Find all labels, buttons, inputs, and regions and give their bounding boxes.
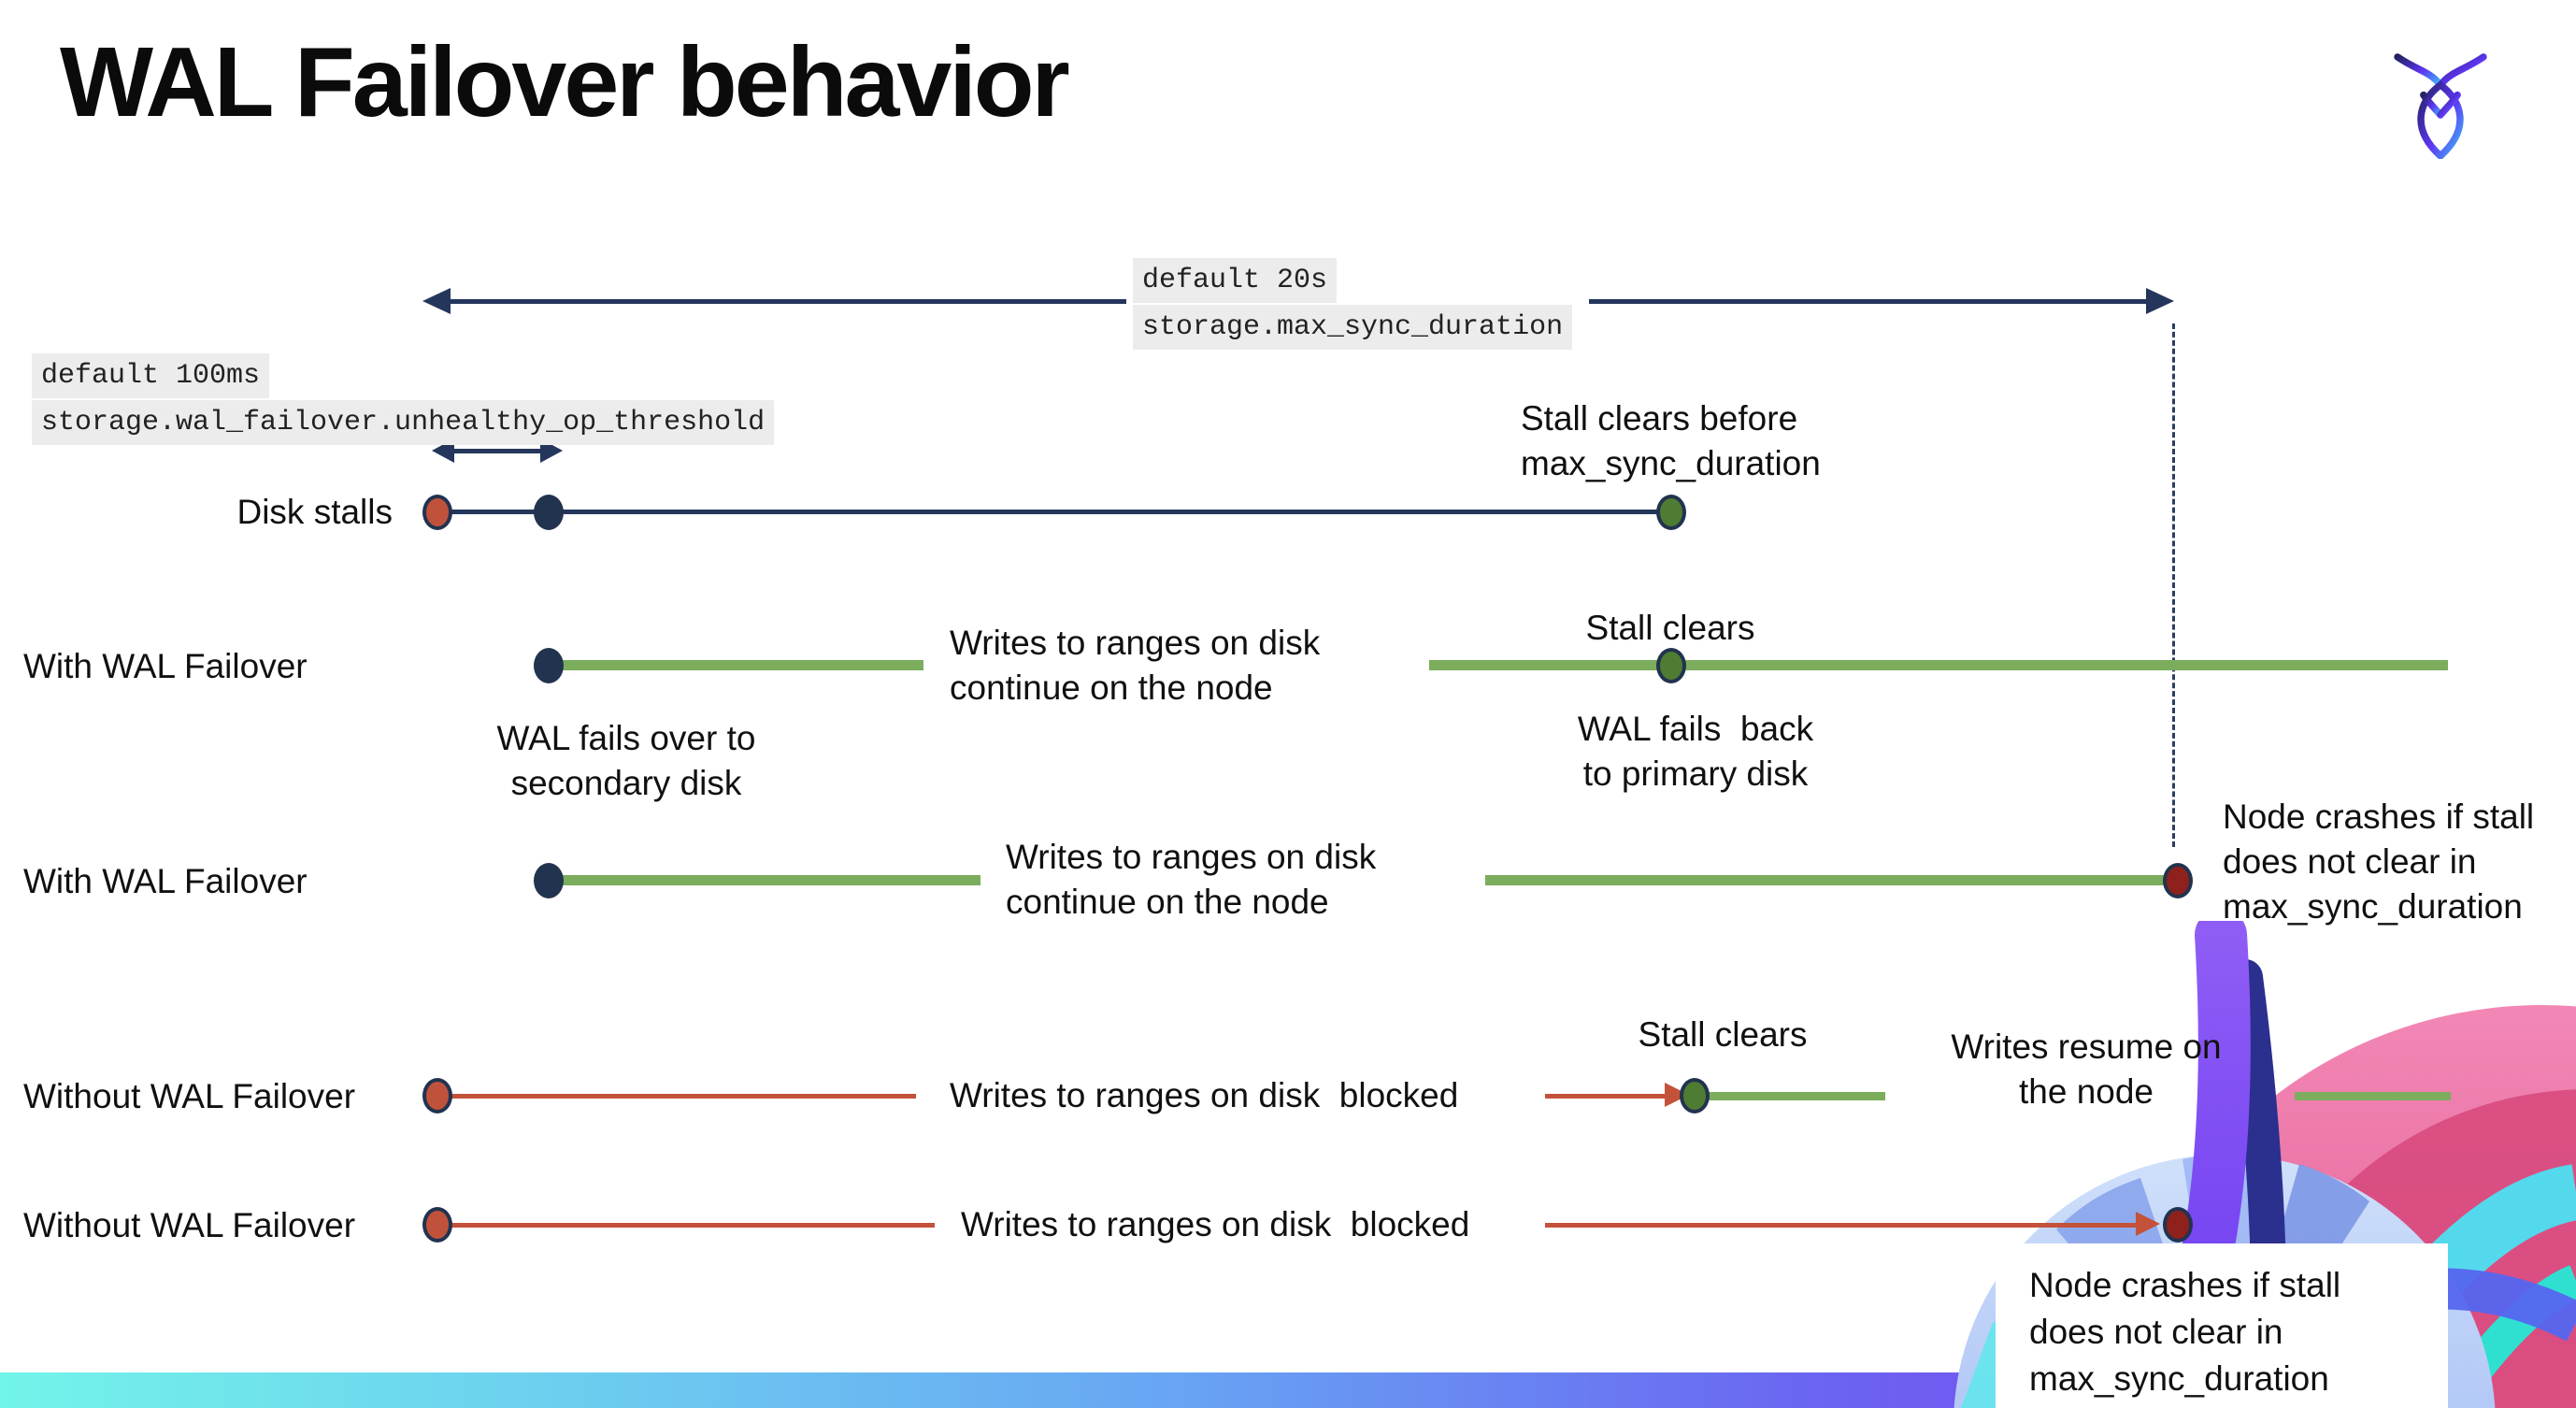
row-label-disk-stalls: Disk stalls — [236, 493, 393, 531]
node-crash-dot — [2163, 1207, 2193, 1243]
writes-blocked-arrow-line — [1545, 1223, 2136, 1228]
arrowhead-right-icon — [2136, 1212, 2160, 1236]
writes-continue-line — [561, 875, 980, 885]
stall-clears-dot — [1656, 648, 1686, 683]
writes-blocked-line — [437, 1094, 916, 1099]
node-crash-dot — [2163, 863, 2193, 898]
writes-continue-note: Writes to ranges on disk continue on the… — [1006, 838, 1377, 921]
node-crash-callout-box: Node crashes if stall does not clear in … — [1996, 1243, 2448, 1408]
max-sync-duration-arrow-line-left — [430, 299, 1126, 304]
stall-clears-dot — [1656, 495, 1686, 530]
stall-clears-dot — [1680, 1078, 1710, 1113]
writes-blocked-note: Writes to ranges on disk blocked — [961, 1205, 1470, 1243]
stall-start-dot — [422, 1078, 452, 1113]
arrowhead-right-icon — [2146, 288, 2174, 314]
writes-blocked-arrow-line — [1545, 1094, 1665, 1099]
cockroachdb-logo-icon — [2394, 53, 2487, 159]
threshold-arrow-line — [447, 449, 546, 453]
max-sync-setting-chip: storage.max_sync_duration — [1133, 305, 1573, 350]
threshold-setting-chip: storage.wal_failover.unhealthy_op_thresh… — [32, 400, 775, 445]
writes-resume-note: Writes resume on the node — [1951, 1027, 2222, 1111]
stall-clears-note: Stall clears — [1638, 1015, 1808, 1054]
row-label-with-wal-failover: With WAL Failover — [23, 862, 308, 900]
failover-note: WAL fails over to secondary disk — [496, 719, 756, 802]
writes-blocked-note: Writes to ranges on disk blocked — [950, 1076, 1459, 1114]
failback-note: WAL fails back to primary disk — [1577, 710, 1814, 793]
page-title: WAL Failover behavior — [60, 27, 1070, 137]
node-crash-note: Node crashes if stall does not clear in … — [2223, 797, 2535, 926]
writes-blocked-line — [437, 1223, 935, 1228]
stall-start-dot — [422, 1207, 452, 1243]
writes-resume-line — [2295, 1092, 2451, 1100]
threshold-dot — [534, 495, 564, 530]
stall-start-dot — [422, 495, 452, 530]
row-label-without-wal-failover: Without WAL Failover — [23, 1206, 356, 1244]
writes-resume-line — [1709, 1092, 1885, 1100]
threshold-default-chip: default 100ms — [32, 353, 270, 398]
writes-continue-line — [1485, 875, 2164, 885]
stall-clears-note: Stall clears — [1585, 609, 1755, 647]
arrowhead-left-icon — [422, 288, 451, 314]
writes-continue-line — [1429, 660, 2448, 670]
row-label-with-wal-failover: With WAL Failover — [23, 647, 308, 685]
writes-continue-note: Writes to ranges on disk continue on the… — [950, 624, 1321, 707]
stall-clears-before-note: Stall clears before max_sync_duration — [1521, 399, 1821, 482]
failover-dot — [534, 863, 564, 898]
failover-dot — [534, 648, 564, 683]
max-sync-timeout-dashed-line — [2172, 323, 2175, 847]
disk-stall-line — [437, 510, 1671, 514]
writes-continue-line — [561, 660, 923, 670]
max-sync-default-chip: default 20s — [1133, 258, 1338, 303]
row-label-without-wal-failover: Without WAL Failover — [23, 1077, 356, 1115]
max-sync-duration-arrow-line-right — [1589, 299, 2146, 304]
